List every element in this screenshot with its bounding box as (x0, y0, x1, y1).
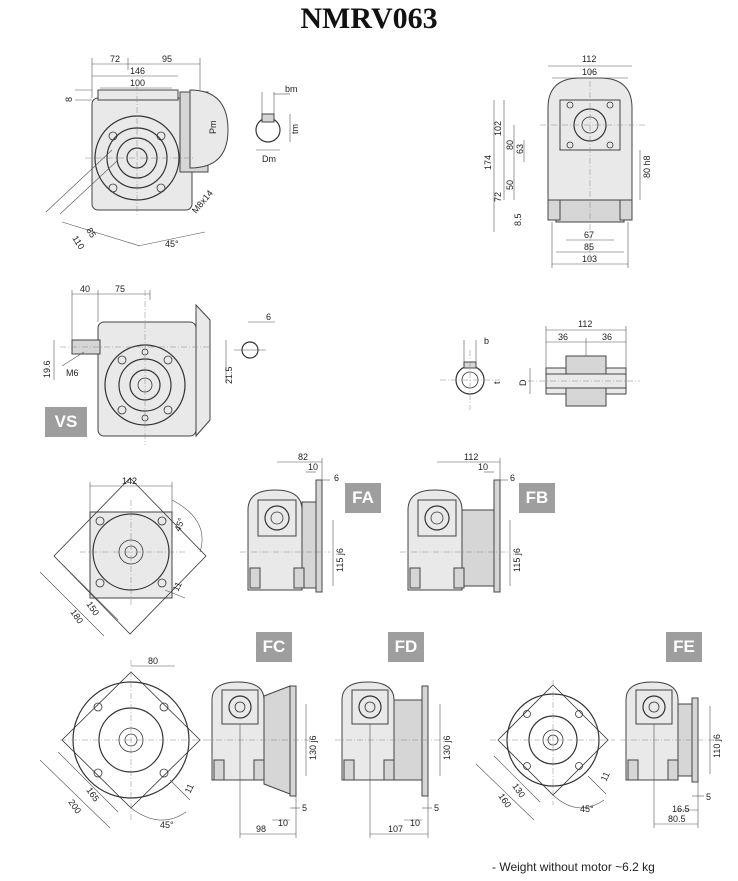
fd-side-view: 130 j6 5 10 107 (335, 681, 452, 838)
dim-side-112: 112 (582, 54, 596, 64)
page-title: NMRV063 (300, 2, 438, 35)
dim-side-106: 106 (582, 67, 597, 77)
dim-fa-142: 142 (122, 476, 137, 486)
angle-fc-45: 45° (160, 820, 174, 830)
badge-fe: FE (666, 632, 702, 662)
dim-vs-19-6: 19.6 (42, 360, 52, 378)
dim-vs-21-5: 21.5 (224, 366, 234, 384)
dim-bm: bm (285, 84, 298, 94)
angle-fa-45: 45° (172, 516, 186, 533)
vs-view: 40 75 19.6 M6 (42, 284, 211, 445)
dim-fa-82: 82 (298, 452, 308, 462)
dim-hs-t: t (492, 381, 502, 384)
dim-dm: Dm (262, 154, 276, 164)
dim-100: 100 (130, 78, 145, 88)
dim-vs-6: 6 (266, 312, 271, 322)
badge-fd: FD (388, 632, 424, 662)
dim-fe-160: 160 (496, 791, 513, 809)
dim-fb-6: 6 (510, 473, 515, 483)
badge-fc: FC (256, 632, 292, 662)
dim-fc-200: 200 (66, 797, 83, 815)
dim-fe-5: 5 (706, 792, 711, 802)
dim-fd-10: 10 (410, 818, 420, 828)
dim-fc-98: 98 (256, 824, 266, 834)
dim-fa-6: 6 (334, 473, 339, 483)
dim-72: 72 (110, 54, 120, 64)
label-vs-m6: M6 (66, 368, 79, 378)
dim-hs-36b: 36 (602, 332, 612, 342)
dim-fa-115: 115 j6 (335, 548, 345, 572)
dim-95: 95 (162, 54, 172, 64)
dim-side-67: 67 (584, 230, 594, 240)
dim-fc-5: 5 (302, 803, 307, 813)
shaft-key-detail: bm Dm tm (255, 84, 300, 164)
dim-hs-36a: 36 (558, 332, 568, 342)
side-view: 112 106 174 102 80 63 50 72 8.5 80 h8 67… (483, 54, 652, 268)
badge-fb: FB (519, 483, 555, 513)
dim-146: 146 (130, 66, 145, 76)
dim-fe-16-5: 16.5 (672, 804, 690, 814)
fb-side-view: 112 10 6 115 j6 (400, 452, 522, 593)
dim-pm: Pm (208, 121, 218, 135)
vs-shaft-detail: 6 21.5 (224, 312, 275, 384)
dim-110: 110 (70, 234, 86, 251)
dim-side-50: 50 (505, 180, 515, 190)
badge-fa: FA (345, 483, 381, 513)
dim-hs-d: D (518, 379, 528, 386)
dim-fc-130: 130 j6 (308, 735, 318, 760)
dim-fc-11: 11 (183, 782, 196, 795)
fe-side-view: 110 j6 5 16.5 80.5 (620, 681, 722, 828)
front-view: 72 95 146 100 8 Pm 85 110 M8x14 45° (45, 54, 229, 251)
dim-fb-112: 112 (464, 452, 478, 462)
dim-fe-110: 110 j6 (712, 734, 722, 758)
dim-hs-b: b (484, 336, 489, 346)
dim-85: 85 (84, 226, 98, 240)
fc-side-view: 130 j6 5 10 98 (205, 681, 318, 838)
dim-fa-10: 10 (308, 462, 318, 472)
dim-side-103: 103 (582, 254, 597, 264)
dim-fd-130: 130 j6 (442, 735, 452, 760)
fc-flange-front: 80 165 200 11 45° (39, 656, 205, 830)
fe-flange-front: 130 160 11 45° (475, 680, 615, 821)
dim-side-80: 80 (505, 140, 515, 150)
fa-side-view: 82 10 6 115 j6 (240, 452, 345, 593)
dim-side-72: 72 (493, 192, 503, 202)
dim-fd-107: 107 (388, 824, 403, 834)
dim-fa-180: 180 (68, 607, 85, 625)
angle-fe-45: 45° (580, 804, 594, 814)
dim-fc-80: 80 (148, 656, 158, 666)
dim-fe-80-5: 80.5 (668, 814, 686, 824)
label-m8x14: M8x14 (190, 188, 215, 215)
dim-side-85: 85 (584, 242, 594, 252)
weight-note: - Weight without motor ~6.2 kg (492, 860, 655, 874)
dim-fe-11: 11 (599, 770, 612, 783)
dim-fe-130: 130 (510, 781, 527, 799)
dim-side-8-5: 8.5 (513, 213, 523, 226)
dim-hs-112: 112 (578, 319, 592, 329)
dim-fb-10: 10 (478, 462, 488, 472)
angle-45: 45° (165, 239, 179, 249)
fa-flange-front: 142 45° 150 180 11 (39, 476, 207, 637)
dim-side-63: 63 (515, 144, 525, 154)
dim-tm: tm (290, 124, 300, 134)
dim-vs-40: 40 (80, 284, 90, 294)
badge-vs: VS (45, 407, 87, 437)
dim-vs-75: 75 (115, 284, 125, 294)
dim-fa-11: 11 (171, 580, 184, 593)
dim-fd-5: 5 (434, 803, 439, 813)
dim-side-80h8: 80 h8 (642, 155, 652, 178)
dim-8: 8 (64, 97, 74, 102)
dim-fc-10: 10 (278, 818, 288, 828)
dim-side-102: 102 (493, 121, 503, 136)
dim-side-174: 174 (483, 155, 493, 170)
hollow-shaft-section: b t 112 36 36 D (440, 319, 640, 410)
dim-fb-115: 115 j6 (512, 548, 522, 572)
